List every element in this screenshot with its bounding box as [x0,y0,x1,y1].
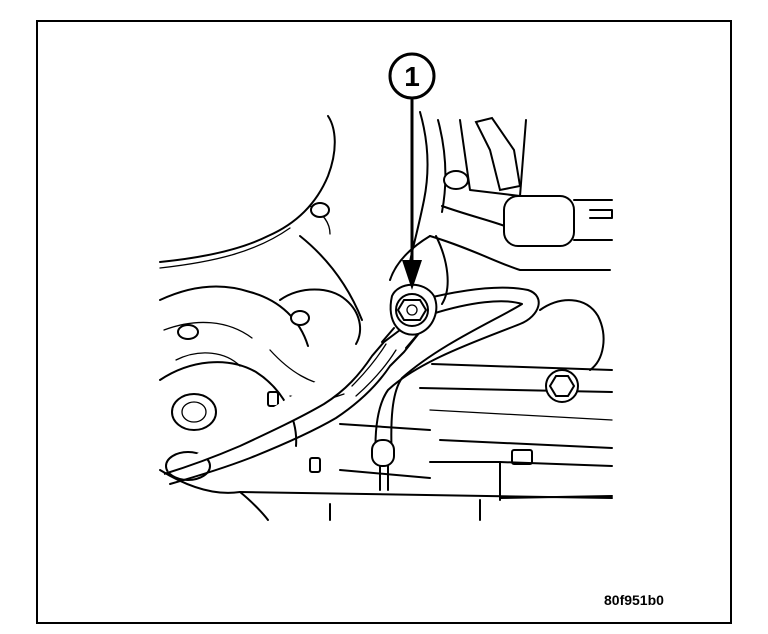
illustration-frame [36,20,732,624]
callout-number: 1 [404,61,420,92]
figure-code: 80f951b0 [604,592,664,608]
ground-strap [163,283,540,491]
ground-bolt-icon [395,293,429,327]
engine-block-outline [159,111,613,521]
bolt-icon [545,369,579,403]
bracket-outline [389,235,449,305]
callout-circle-icon: 1 [388,52,436,100]
arrow-down-icon [402,98,422,290]
